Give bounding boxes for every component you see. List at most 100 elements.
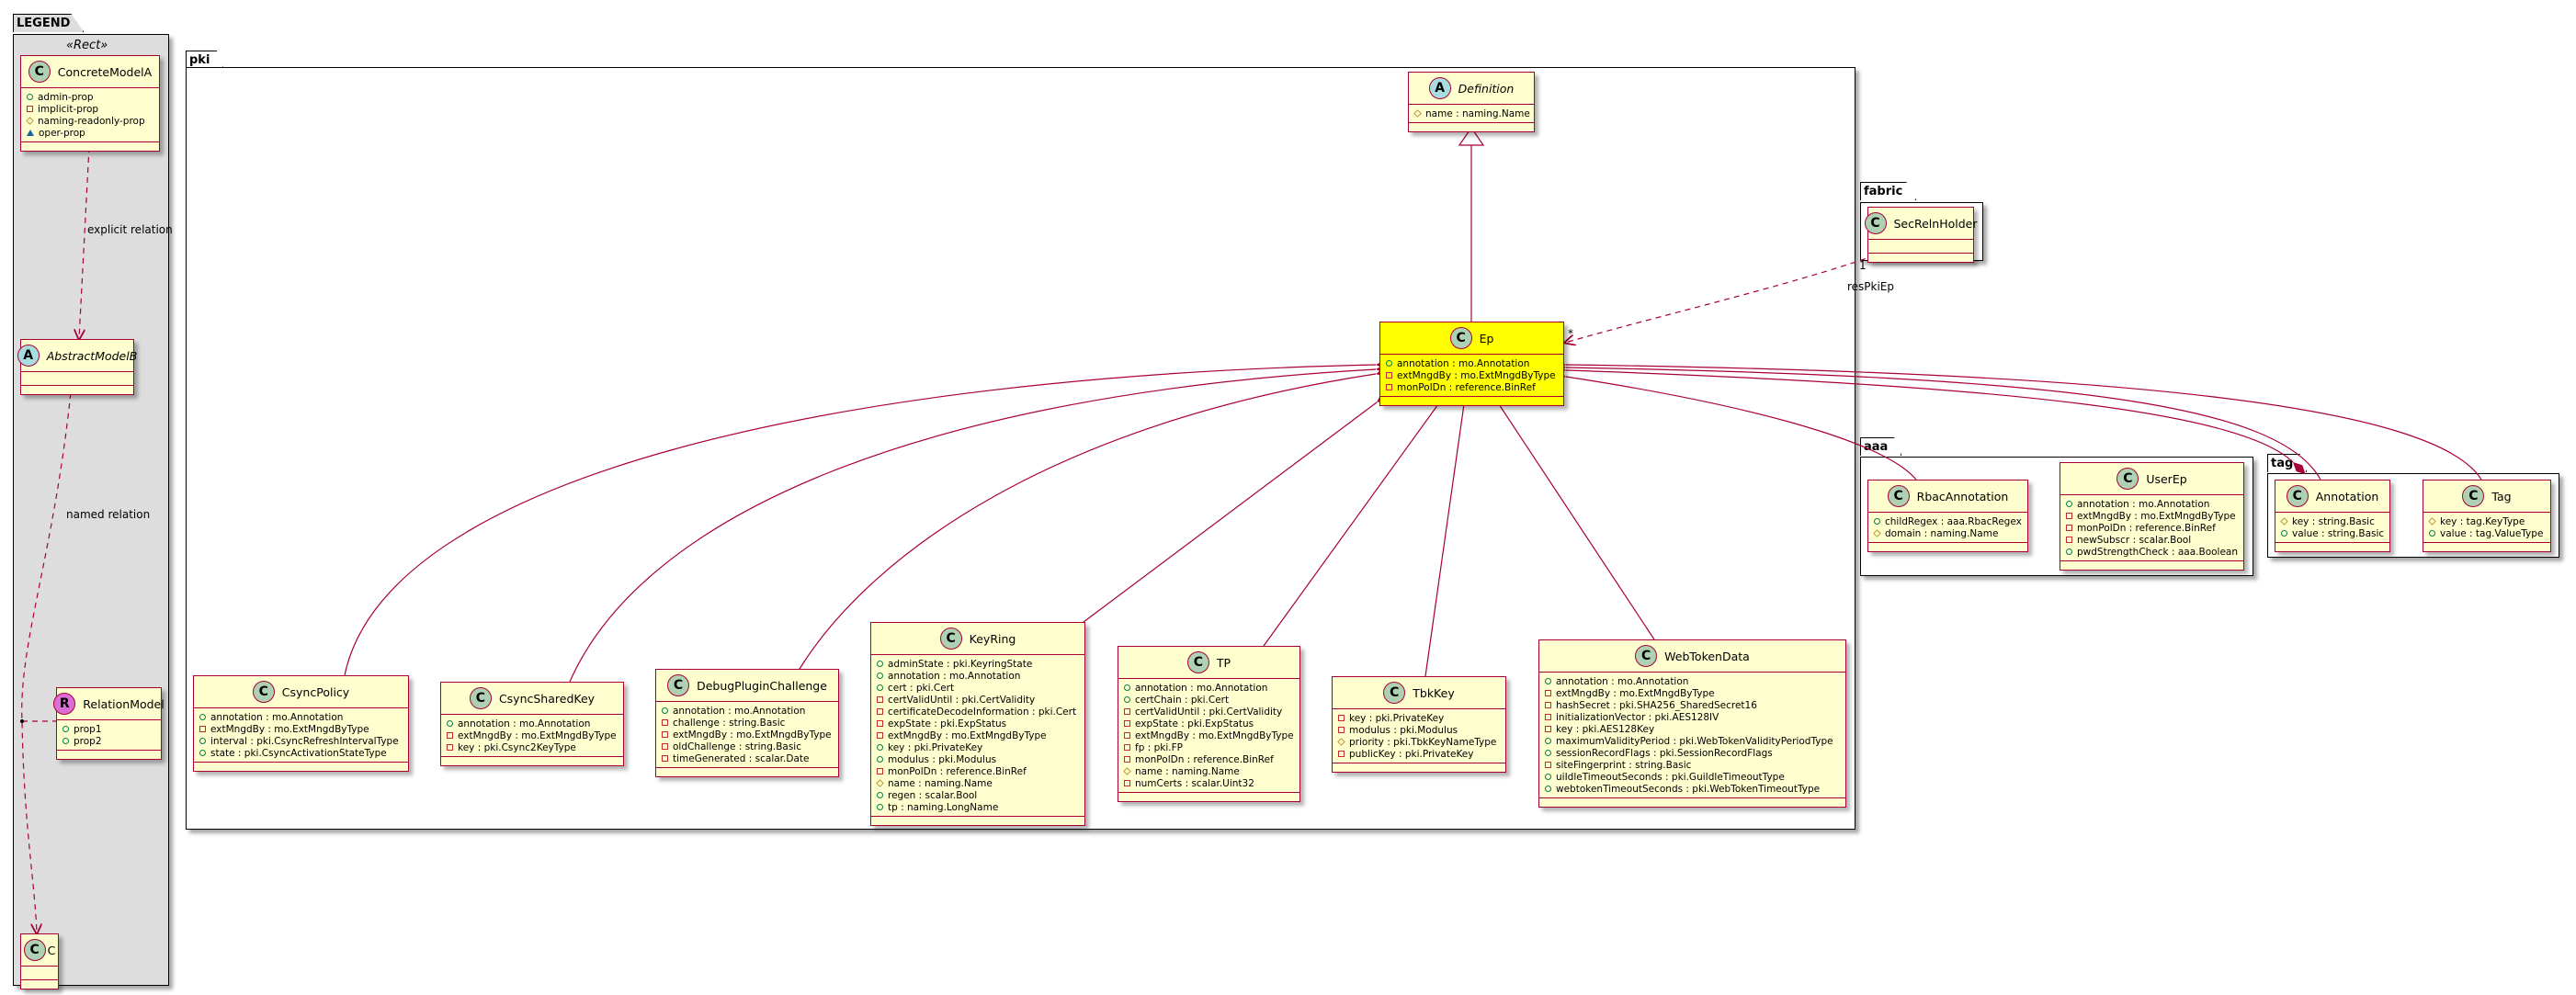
attribute-row: modulus : pki.Modulus <box>1338 724 1500 736</box>
attribute-text: expState : pki.ExpStatus <box>1135 718 1254 729</box>
attribute-text: name : naming.Name <box>888 777 993 789</box>
public-visibility-icon <box>1386 360 1392 367</box>
class-name: SecRelnHolder <box>1893 216 1978 231</box>
attribute-text: certValidUntil : pki.CertValidity <box>888 694 1036 706</box>
private-visibility-icon <box>2066 537 2072 543</box>
attribute-row: regen : scalar.Bool <box>877 789 1079 801</box>
attribute-row: key : tag.KeyType <box>2428 515 2545 527</box>
private-visibility-icon <box>1386 384 1392 390</box>
class-kind-c-icon: C <box>2286 485 2309 507</box>
attribute-text: expState : pki.ExpStatus <box>888 718 1007 729</box>
attribute-row: cert : pki.Cert <box>877 682 1079 694</box>
attribute-text: value : tag.ValueType <box>2440 527 2544 539</box>
attribute-row: challenge : string.Basic <box>662 717 833 729</box>
public-visibility-icon <box>2066 501 2072 507</box>
attribute-text: extMngdBy : mo.ExtMngdByType <box>210 723 369 735</box>
attribute-text: childRegex : aaa.RbacRegex <box>1885 515 2022 527</box>
class-kind-c-icon: C <box>2462 485 2485 507</box>
private-visibility-icon <box>877 708 883 715</box>
class-kind-c-icon: C <box>1449 327 1472 349</box>
class-kind-c-icon: C <box>1864 212 1887 234</box>
attribute-list <box>1868 240 1973 254</box>
attribute-text: annotation : mo.Annotation <box>1397 357 1530 369</box>
attribute-text: annotation : mo.Annotation <box>673 705 806 717</box>
legend-package <box>13 34 169 986</box>
protected-visibility-icon <box>1337 738 1345 746</box>
attribute-row: name : naming.Name <box>876 777 1079 789</box>
attribute-row: adminState : pki.KeyringState <box>877 658 1079 670</box>
private-visibility-icon <box>877 720 883 727</box>
attribute-text: name : naming.Name <box>1135 765 1240 777</box>
attribute-text: oldChallenge : string.Basic <box>673 741 801 752</box>
method-list <box>2060 561 2243 570</box>
attribute-row: expState : pki.ExpStatus <box>877 718 1079 729</box>
method-list <box>656 768 838 776</box>
private-visibility-icon <box>1124 708 1130 715</box>
method-list <box>441 757 623 765</box>
class-sec-reln-holder[interactable]: C SecRelnHolder <box>1864 207 1978 263</box>
attribute-list: name : naming.Name <box>1409 105 1534 123</box>
attribute-text: extMngdBy : mo.ExtMngdByType <box>1556 687 1715 699</box>
attribute-row: name : naming.Name <box>1413 107 1530 119</box>
attribute-text: extMngdBy : mo.ExtMngdByType <box>888 729 1047 741</box>
class-name: Tag <box>2491 489 2512 503</box>
attribute-row: extMngdBy : mo.ExtMngdByType <box>1124 729 1294 741</box>
res-pki-ep-label: resPkiEp <box>1847 280 1895 293</box>
class-name: ConcreteModelA <box>57 64 153 79</box>
public-visibility-icon <box>1545 750 1551 756</box>
attribute-row: maximumValidityPeriod : pki.WebTokenVali… <box>1545 735 1840 747</box>
edge-ep-tag <box>1548 360 2482 481</box>
class-name: DebugPluginChallenge <box>697 678 827 693</box>
attribute-text: state : pki.CsyncActivationStateType <box>210 747 387 759</box>
method-list <box>1868 543 2027 551</box>
attribute-row: key : string.Basic <box>2280 515 2384 527</box>
attribute-text: key : pki.PrivateKey <box>1349 712 1445 724</box>
class-name: RbacAnnotation <box>1916 489 2009 503</box>
attribute-row: certValidUntil : pki.CertValidity <box>877 694 1079 706</box>
class-name: CsyncSharedKey <box>498 691 596 706</box>
attribute-row: certChain : pki.Cert <box>1124 694 1294 706</box>
attribute-text: admin-prop <box>38 91 94 103</box>
attribute-row: siteFingerprint : string.Basic <box>1545 759 1840 771</box>
edge-secreln-ep <box>1565 254 1876 343</box>
attribute-row: initializationVector : pki.AES128IV <box>1545 711 1840 723</box>
attribute-row: publicKey : pki.PrivateKey <box>1338 748 1500 760</box>
class-name: TbkKey <box>1413 685 1455 700</box>
attribute-row: prop1 <box>62 723 155 735</box>
attribute-row: monPolDn : reference.BinRef <box>877 765 1079 777</box>
private-visibility-icon <box>199 726 206 732</box>
private-visibility-icon <box>2066 525 2072 531</box>
class-name: WebTokenData <box>1664 649 1750 663</box>
public-visibility-icon <box>2281 530 2287 537</box>
method-list <box>57 751 161 759</box>
protected-visibility-icon <box>1123 767 1131 775</box>
method-list <box>1539 798 1845 807</box>
attribute-row: domain : naming.Name <box>1873 527 2022 539</box>
private-visibility-icon <box>662 731 668 738</box>
private-visibility-icon <box>1124 744 1130 751</box>
attribute-row: numCerts : scalar.Uint32 <box>1124 777 1294 789</box>
